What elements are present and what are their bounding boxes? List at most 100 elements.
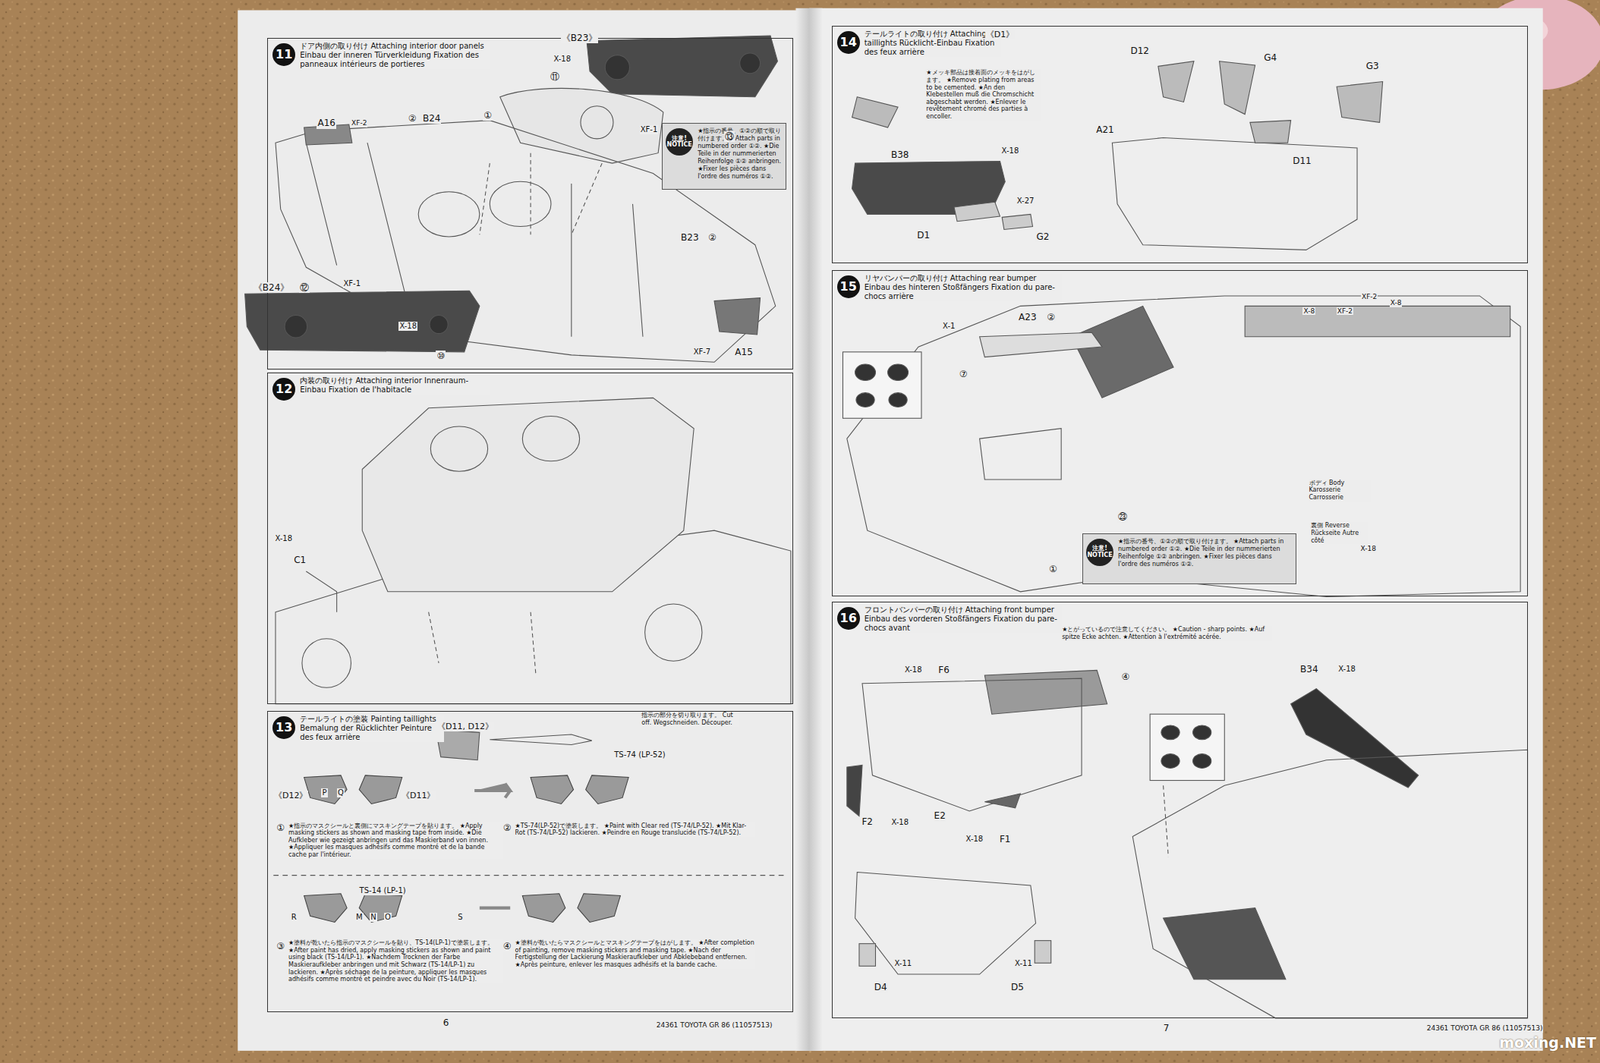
part-label: X-18 bbox=[1001, 146, 1021, 156]
part-label: 《B23》 bbox=[560, 32, 599, 44]
step-heading: 内装の取り付け Attaching interior Innenraum-Ein… bbox=[299, 376, 490, 395]
part-label: X-18 bbox=[1360, 544, 1377, 554]
step-number: 13 bbox=[272, 716, 296, 740]
part-label: 24361 TOYOTA GR 86 (11057513) bbox=[1426, 1024, 1544, 1034]
step-number: 15 bbox=[837, 275, 860, 299]
part-label: Q bbox=[337, 788, 345, 798]
watermark: moxing.NET bbox=[1498, 1034, 1597, 1052]
part-label: S bbox=[456, 913, 463, 923]
callout-number: ② bbox=[407, 113, 418, 124]
step-panel: 14テールライトの取り付け Attaching taillights Rückl… bbox=[831, 25, 1528, 264]
callout-number: ⑫ bbox=[299, 282, 310, 293]
part-label: D4 bbox=[873, 982, 889, 993]
callout-number: ㉓ bbox=[1117, 511, 1128, 523]
notice-text: ★指示の番号、①②の順で取り付けます。 ★Attach parts in num… bbox=[1118, 538, 1292, 569]
instruction-text: ★塗料が乾いたらマスクシールとマスキングテープをはがします。 ★After co… bbox=[514, 939, 756, 969]
callout-number: ② bbox=[502, 822, 513, 834]
part-label: 《B24》 bbox=[252, 282, 291, 293]
instruction-text: ★指示のマスクシールと裏側にマスキングテープを貼ります。 ★Apply mask… bbox=[287, 822, 504, 860]
part-label: 《D11》 bbox=[400, 790, 436, 801]
step-number: 14 bbox=[837, 31, 860, 54]
part-label: X-18 bbox=[1337, 664, 1357, 675]
part-label: XF-2 bbox=[350, 119, 368, 128]
part-label: X-18 bbox=[890, 818, 910, 828]
callout-number: ⑬ bbox=[724, 131, 735, 142]
instruction-text: 裏側 Reverse Rückseite Autre côté bbox=[1310, 522, 1368, 545]
part-label: 6 bbox=[442, 1017, 451, 1029]
part-label: B38 bbox=[890, 149, 911, 161]
part-label: B34 bbox=[1299, 664, 1320, 675]
instruction-text: ★TS-74(LP-52)で塗装します。 ★Paint with Clear r… bbox=[514, 822, 756, 838]
part-label: 7 bbox=[1162, 1023, 1171, 1034]
step-heading: テールライトの取り付け Attaching taillights Rücklic… bbox=[864, 29, 1002, 57]
step-panel: 15リヤバンパーの取り付け Attaching rear bumper Einb… bbox=[831, 270, 1528, 597]
part-label: XF-1 bbox=[639, 125, 659, 135]
part-label: E2 bbox=[933, 810, 947, 822]
part-label: D12 bbox=[1129, 45, 1150, 57]
callout-number: ① bbox=[275, 822, 286, 834]
part-label: X-18 bbox=[552, 54, 572, 64]
step-heading: テールライトの塗装 Painting taillights Bemalung d… bbox=[299, 714, 445, 743]
part-label: R bbox=[290, 913, 298, 923]
callout-number: ⑦ bbox=[958, 368, 969, 380]
part-label: G4 bbox=[1262, 52, 1278, 63]
part-label: F6 bbox=[937, 664, 951, 676]
instruction-text: 指示の部分を切り取ります。 Cut off. Wegschneiden. Déc… bbox=[640, 711, 740, 727]
part-label: X-1 bbox=[941, 321, 956, 331]
part-label: F1 bbox=[998, 834, 1012, 845]
part-label: X-18 bbox=[274, 534, 293, 544]
part-label: N bbox=[369, 913, 377, 923]
step-heading: ドア内側の取り付け Attaching interior door panels… bbox=[299, 41, 490, 70]
part-label: X-8 bbox=[1302, 307, 1316, 316]
step-heading: リヤバンパーの取り付け Attaching rear bumper Einbau… bbox=[864, 274, 1062, 302]
notice-badge: 注意! NOTICE bbox=[1086, 538, 1114, 567]
part-label: O bbox=[384, 913, 392, 923]
callout-number: ④ bbox=[1120, 671, 1131, 683]
part-label: P bbox=[321, 788, 328, 798]
step-number: 16 bbox=[837, 607, 860, 630]
callout-number: ② bbox=[1045, 311, 1056, 323]
part-label: D11 bbox=[1291, 155, 1313, 167]
part-label: C1 bbox=[292, 554, 307, 566]
part-label: B23 bbox=[680, 232, 700, 243]
instruction-text: ボディ Body Karosserie Carrosserie bbox=[1308, 479, 1372, 502]
part-label: D5 bbox=[1010, 982, 1025, 993]
notice-badge: 注意! NOTICE bbox=[665, 128, 693, 156]
instruction-text: ★メッキ部品は接着面のメッキをはがします。 ★Remove plating fr… bbox=[925, 69, 1042, 120]
part-label: XF-2 bbox=[1336, 307, 1354, 316]
part-label: 《D11, D12》 bbox=[436, 721, 495, 732]
part-label: A21 bbox=[1095, 124, 1115, 136]
part-label: X-27 bbox=[1016, 196, 1036, 206]
callout-number: ① bbox=[482, 110, 493, 121]
part-label: X-8 bbox=[1389, 299, 1403, 308]
part-label: G3 bbox=[1365, 60, 1380, 72]
part-label: 《D12》 bbox=[273, 790, 309, 801]
part-label: X-18 bbox=[903, 665, 923, 675]
part-label: A16 bbox=[316, 117, 336, 129]
step-number: 11 bbox=[272, 43, 296, 67]
callout-number: ② bbox=[707, 232, 718, 243]
step-heading: フロントバンパーの取り付け Attaching front bumper Ein… bbox=[864, 605, 1062, 634]
part-label: X-11 bbox=[1014, 959, 1034, 969]
callout-number: ① bbox=[1048, 563, 1059, 575]
notice-text: ★指示の番号、①②の順で取り付けます。 ★Attach parts in num… bbox=[697, 127, 782, 181]
step-number: 12 bbox=[272, 377, 296, 401]
part-label: X-18 bbox=[965, 834, 985, 845]
part-label: B24 bbox=[422, 113, 442, 124]
part-label: G2 bbox=[1035, 231, 1050, 243]
notice-box: 注意! NOTICE★指示の番号、①②の順で取り付けます。 ★Attach pa… bbox=[1082, 533, 1297, 585]
part-label: 《D1》 bbox=[985, 29, 1015, 40]
step-panel: 12内装の取り付け Attaching interior Innenraum-E… bbox=[267, 372, 793, 705]
part-label: XF-2 bbox=[1360, 292, 1378, 302]
callout-number: ⑩ bbox=[435, 350, 446, 362]
instruction-text: ★とがっているので注意してください。 ★Caution - sharp poin… bbox=[1061, 626, 1273, 641]
callout-number: ④ bbox=[502, 941, 513, 952]
step-panel: 11ドア内側の取り付け Attaching interior door pane… bbox=[267, 37, 793, 370]
part-label: TS-14 (LP-1) bbox=[359, 886, 407, 896]
part-label: X-11 bbox=[893, 959, 913, 969]
part-label: XF-1 bbox=[343, 279, 363, 289]
part-label: M bbox=[355, 913, 364, 923]
part-label: A15 bbox=[733, 346, 753, 358]
part-label: XF-7 bbox=[692, 347, 712, 357]
